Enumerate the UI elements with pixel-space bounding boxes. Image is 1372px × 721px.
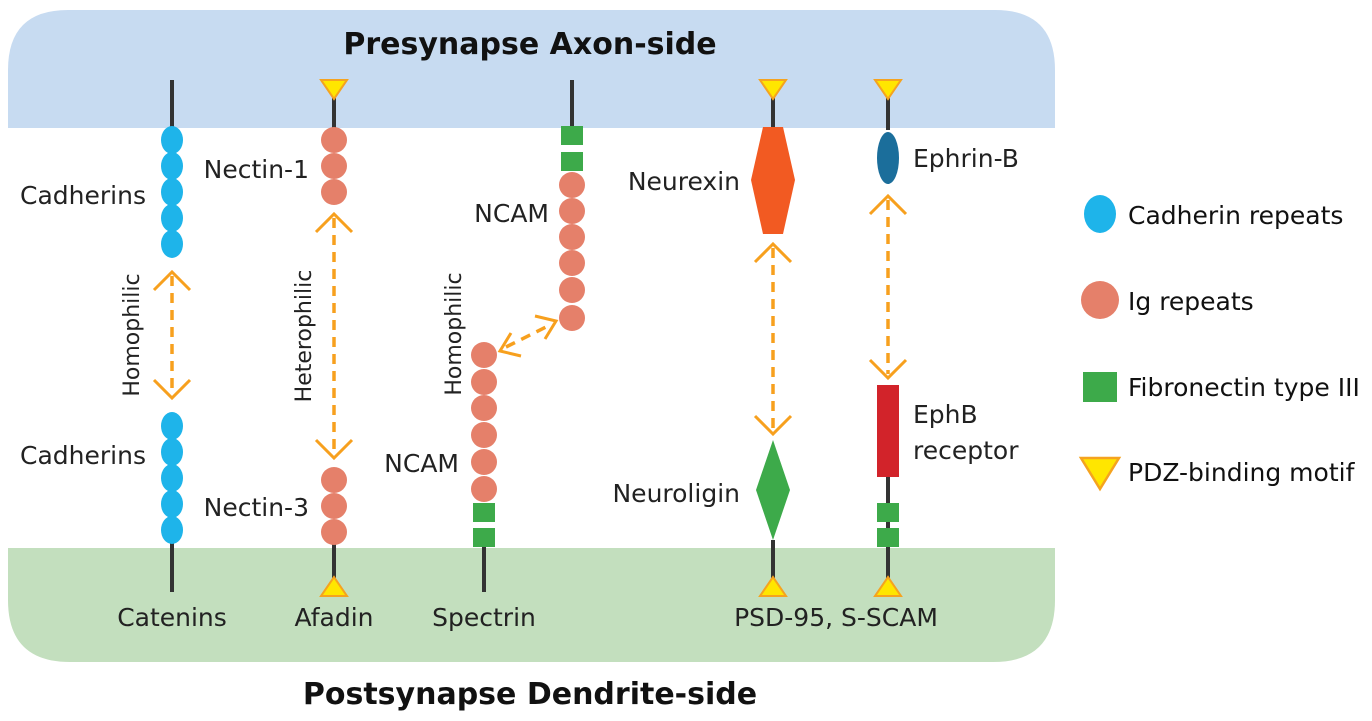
legend-label-cadherin: Cadherin repeats — [1128, 201, 1343, 230]
ig-repeat — [559, 277, 585, 303]
ig-repeat — [471, 395, 497, 421]
ig-repeat — [471, 422, 497, 448]
cadherin-repeat — [161, 126, 183, 154]
fibronectin-domain — [877, 528, 899, 547]
neurexin-column: Neurexin Neuroligin — [612, 79, 795, 597]
fibronectin-square-icon — [1083, 372, 1117, 402]
fibronectin-domain — [473, 503, 495, 522]
ig-repeat — [321, 179, 347, 205]
nectin-column: Nectin-1 Nectin-3 Heterophilic Afadin — [204, 79, 374, 632]
cadherin-bottom-label: Cadherins — [20, 441, 146, 470]
cadherin-repeat — [161, 438, 183, 466]
ncam-top-label: NCAM — [474, 199, 549, 228]
fibronectin-domain — [561, 152, 583, 171]
ncam-top-fibronectin — [561, 126, 583, 171]
ig-repeat — [471, 476, 497, 502]
ncam-top-ig-repeats — [559, 172, 585, 331]
cadherin-repeat — [161, 230, 183, 258]
fibronectin-domain — [561, 126, 583, 145]
presynapse-title: Presynapse Axon-side — [343, 27, 716, 62]
nectin-1-label: Nectin-1 — [204, 155, 309, 184]
ncam-bottom-ig-repeats — [471, 342, 497, 502]
nectin-1-ig-repeats — [321, 127, 347, 205]
presynapse-band — [8, 10, 1055, 128]
cadherin-repeat — [161, 152, 183, 180]
spectrin-label: Spectrin — [432, 603, 536, 632]
ig-repeat — [321, 493, 347, 519]
legend-label-fibronectin: Fibronectin type III — [1128, 373, 1360, 402]
ig-repeat — [559, 250, 585, 276]
cadherin-repeat — [161, 204, 183, 232]
pdz-motif-top — [873, 79, 903, 101]
afadin-label: Afadin — [295, 603, 374, 632]
pdz-motif-bottom — [758, 575, 788, 597]
pdz-motif-top — [319, 79, 349, 101]
cadherin-column: Cadherins Cadherins Homophilic Catenins — [20, 80, 227, 632]
legend: Cadherin repeats Ig repeats Fibronectin … — [1078, 195, 1360, 492]
neurexin-shape — [751, 127, 795, 234]
ncam-bottom-fibronectin — [473, 503, 495, 547]
ig-repeat — [471, 342, 497, 368]
ncam-bottom-label: NCAM — [384, 449, 459, 478]
neurexin-interaction-arrow — [753, 241, 793, 437]
ig-repeat — [559, 224, 585, 250]
ephb-fibronectin — [877, 503, 899, 547]
ig-repeat — [559, 305, 585, 331]
ig-repeat — [321, 467, 347, 493]
ephb-receptor-shape — [877, 385, 899, 477]
fibronectin-domain — [473, 528, 495, 547]
nectin-interaction-arrow — [314, 211, 354, 461]
ephrin-interaction-arrow — [868, 193, 908, 381]
pdz-motif-bottom — [873, 575, 903, 597]
nectin-3-ig-repeats — [321, 467, 347, 545]
cadherin-ellipse-icon — [1084, 195, 1116, 233]
ig-repeat — [471, 369, 497, 395]
ephrin-b-shape — [877, 132, 899, 184]
ephrin-b-label: Ephrin-B — [913, 144, 1019, 173]
ig-repeat — [321, 127, 347, 153]
ig-repeat — [559, 172, 585, 198]
cadherin-repeat — [161, 490, 183, 518]
cadherin-top-repeats — [161, 126, 183, 258]
ig-repeat — [321, 153, 347, 179]
neurexin-label: Neurexin — [628, 167, 740, 196]
cadherin-repeat — [161, 464, 183, 492]
legend-label-pdz: PDZ-binding motif — [1128, 458, 1356, 487]
neuroligin-label: Neuroligin — [612, 479, 740, 508]
cadherin-repeat — [161, 412, 183, 440]
postsynapse-band — [8, 548, 1055, 662]
cadherin-repeat — [161, 516, 183, 544]
cadherin-top-label: Cadherins — [20, 181, 146, 210]
cadherin-interaction-label: Homophilic — [120, 273, 145, 396]
psd95-label: PSD-95, S-SCAM — [734, 603, 938, 632]
cadherin-repeat — [161, 178, 183, 206]
catenins-label: Catenins — [117, 603, 227, 632]
ig-repeat — [471, 449, 497, 475]
cadherin-bottom-repeats — [161, 412, 183, 544]
ncam-interaction-label: Homophilic — [442, 272, 467, 395]
pdz-triangle-icon — [1078, 456, 1122, 492]
pdz-motif-bottom — [319, 575, 349, 597]
nectin-interaction-label: Heterophilic — [292, 270, 317, 403]
ig-circle-icon — [1081, 281, 1119, 319]
legend-label-ig: Ig repeats — [1128, 287, 1254, 316]
cadherin-interaction-arrow — [152, 269, 192, 401]
ephb-label-line2: receptor — [913, 436, 1019, 465]
pdz-motif-top — [758, 79, 788, 101]
ephb-label-line1: EphB — [913, 400, 978, 429]
postsynapse-title: Postsynapse Dendrite-side — [303, 677, 757, 712]
fibronectin-domain — [877, 503, 899, 522]
ig-repeat — [559, 198, 585, 224]
neuroligin-shape — [756, 440, 790, 540]
ncam-interaction-arrow — [497, 314, 559, 358]
ephrin-column: Ephrin-B EphB receptor — [868, 79, 1019, 597]
ncam-column: NCAM NCAM Homophilic Spectrin — [384, 80, 585, 632]
ig-repeat — [321, 519, 347, 545]
nectin-3-label: Nectin-3 — [204, 493, 309, 522]
